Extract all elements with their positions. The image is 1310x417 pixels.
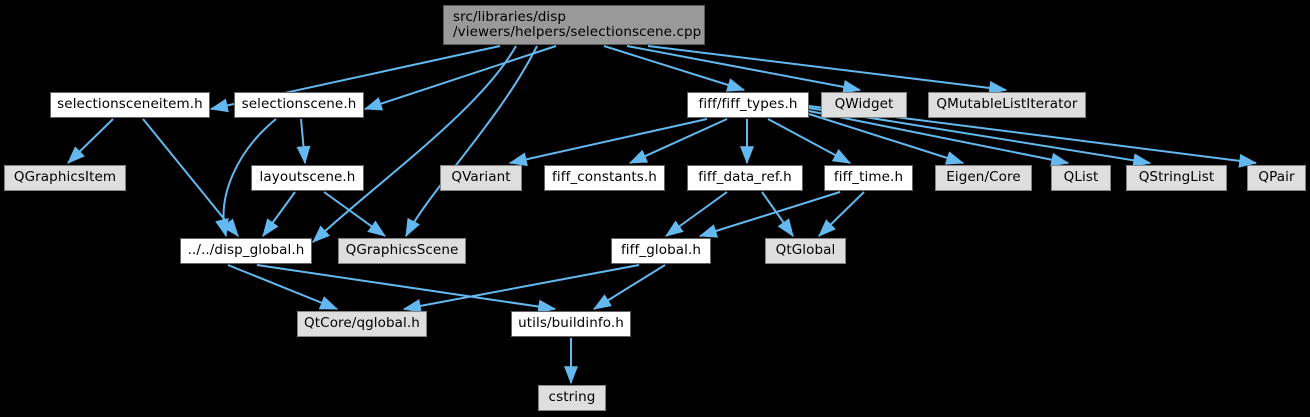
- node-qwidget[interactable]: QWidget: [821, 92, 907, 118]
- edge-fiff_types-to-fiff_constants: [628, 118, 728, 164]
- edge-root-to-selectionscene: [363, 45, 557, 111]
- edge-root-to-disp_global: [312, 45, 517, 243]
- node-label-root: src/libraries/disp /viewers/helpers/sele…: [453, 8, 702, 40]
- node-label-qlist: QList: [1063, 169, 1099, 186]
- node-layoutscene[interactable]: layoutscene.h: [251, 165, 364, 191]
- edge-selectionscene-to-layoutscene: [296, 118, 311, 165]
- node-qtglobal[interactable]: QtGlobal: [765, 238, 846, 264]
- node-label-fiff_time: fiff_time.h: [833, 169, 904, 186]
- node-fiff_types[interactable]: fiff/fiff_types.h: [687, 92, 809, 118]
- node-disp_global[interactable]: ../../disp_global.h: [180, 238, 312, 264]
- node-label-qmutablelistiterator: QMutableListIterator: [936, 96, 1078, 113]
- edge-fiff_global-to-utils_buildinfo: [592, 264, 666, 310]
- node-utils_buildinfo[interactable]: utils/buildinfo.h: [511, 311, 631, 337]
- node-label-disp_global: ../../disp_global.h: [187, 242, 305, 259]
- edge-fiff_types-to-qlist: [808, 110, 1070, 167]
- node-label-qstringlist: QStringList: [1138, 169, 1215, 186]
- edge-fiff_data_ref-to-fiff_global: [665, 191, 728, 237]
- edge-fiff_types-to-eigen_core: [808, 113, 965, 165]
- edges-group: [67, 45, 1258, 385]
- node-label-qpair: QPair: [1258, 169, 1295, 186]
- edge-root-to-qgraphicsscene: [405, 45, 538, 238]
- edge-fiff_data_ref-to-qtglobal: [761, 191, 794, 237]
- node-qlist[interactable]: QList: [1051, 165, 1111, 191]
- node-qgraphicsscene[interactable]: QGraphicsScene: [338, 238, 466, 264]
- edge-fiff_time-to-fiff_global: [698, 191, 841, 238]
- edge-fiff_types-to-qvariant: [508, 118, 708, 167]
- node-cstring[interactable]: cstring: [538, 385, 606, 411]
- node-label-qgraphicsscene: QGraphicsScene: [345, 242, 459, 259]
- node-label-fiff_data_ref: fiff_data_ref.h: [698, 169, 792, 186]
- node-fiff_constants[interactable]: fiff_constants.h: [544, 165, 665, 191]
- node-label-qvariant: QVariant: [451, 169, 511, 186]
- node-fiff_global[interactable]: fiff_global.h: [611, 238, 711, 264]
- node-fiff_data_ref[interactable]: fiff_data_ref.h: [687, 165, 803, 191]
- node-label-selectionscene: selectionscene.h: [241, 96, 357, 113]
- node-label-layoutscene: layoutscene.h: [259, 169, 356, 186]
- node-label-selectionsceneitem: selectionsceneitem.h: [57, 96, 203, 113]
- edge-layoutscene-to-disp_global: [262, 191, 296, 237]
- node-label-qwidget: QWidget: [834, 96, 894, 113]
- edge-selectionscene-to-disp_global: [215, 118, 277, 238]
- node-selectionsceneitem[interactable]: selectionsceneitem.h: [50, 92, 210, 118]
- edge-root-to-fiff_types: [603, 45, 746, 92]
- node-qvariant[interactable]: QVariant: [440, 165, 522, 191]
- edge-root-to-qmutablelistiterator: [647, 45, 1008, 95]
- node-qpair[interactable]: QPair: [1247, 165, 1306, 191]
- node-label-eigen_core: Eigen/Core: [946, 169, 1021, 186]
- node-label-qgraphicsitem: QGraphicsItem: [13, 169, 117, 186]
- node-qtcore_qglobal[interactable]: QtCore/qglobal.h: [297, 311, 427, 337]
- edge-fiff_types-to-fiff_time: [767, 118, 852, 164]
- node-label-fiff_constants: fiff_constants.h: [552, 169, 657, 186]
- node-selectionscene[interactable]: selectionscene.h: [234, 92, 364, 118]
- node-fiff_time[interactable]: fiff_time.h: [824, 165, 913, 191]
- edge-selectionsceneitem-to-disp_global: [142, 118, 239, 237]
- node-label-cstring: cstring: [548, 389, 596, 406]
- node-qmutablelistiterator[interactable]: QMutableListIterator: [928, 92, 1086, 118]
- node-qstringlist[interactable]: QStringList: [1126, 165, 1227, 191]
- node-root[interactable]: src/libraries/disp /viewers/helpers/sele…: [443, 5, 705, 45]
- node-label-fiff_global: fiff_global.h: [620, 242, 702, 259]
- edge-fiff_global-to-qtcore_qglobal: [402, 264, 640, 313]
- node-label-fiff_types: fiff/fiff_types.h: [698, 96, 798, 113]
- edge-layoutscene-to-qgraphicsscene: [323, 191, 386, 237]
- edge-disp_global-to-qtcore_qglobal: [227, 264, 339, 310]
- node-qgraphicsitem[interactable]: QGraphicsItem: [4, 165, 126, 191]
- edge-fiff_time-to-qtglobal: [818, 191, 865, 237]
- node-eigen_core[interactable]: Eigen/Core: [935, 165, 1032, 191]
- node-label-utils_buildinfo: utils/buildinfo.h: [518, 315, 624, 332]
- edge-disp_global-to-utils_buildinfo: [256, 264, 557, 314]
- edge-selectionsceneitem-to-qgraphicsitem: [67, 118, 114, 164]
- edge-root-to-qwidget: [626, 45, 862, 94]
- node-label-qtglobal: QtGlobal: [775, 242, 836, 259]
- node-label-qtcore_qglobal: QtCore/qglobal.h: [304, 315, 420, 332]
